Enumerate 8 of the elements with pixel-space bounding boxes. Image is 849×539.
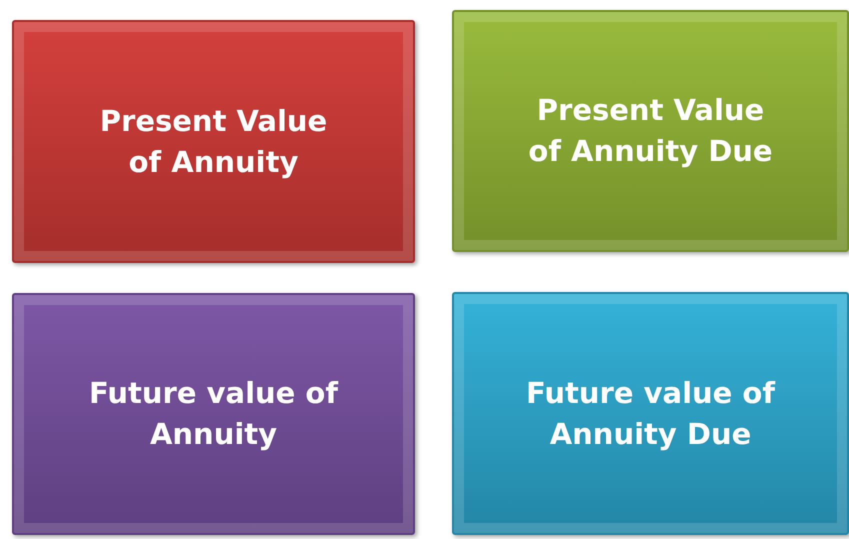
tile [452, 292, 849, 535]
tile-label: Present Value of Annuity Due [527, 92, 774, 170]
tile [12, 293, 415, 535]
tile-label: Future value of Annuity Due [525, 374, 776, 452]
tile-label: Present Value of Annuity [98, 102, 328, 180]
tile-label: Future value of Annuity [88, 375, 340, 453]
tile [452, 10, 849, 252]
tile [12, 20, 415, 263]
